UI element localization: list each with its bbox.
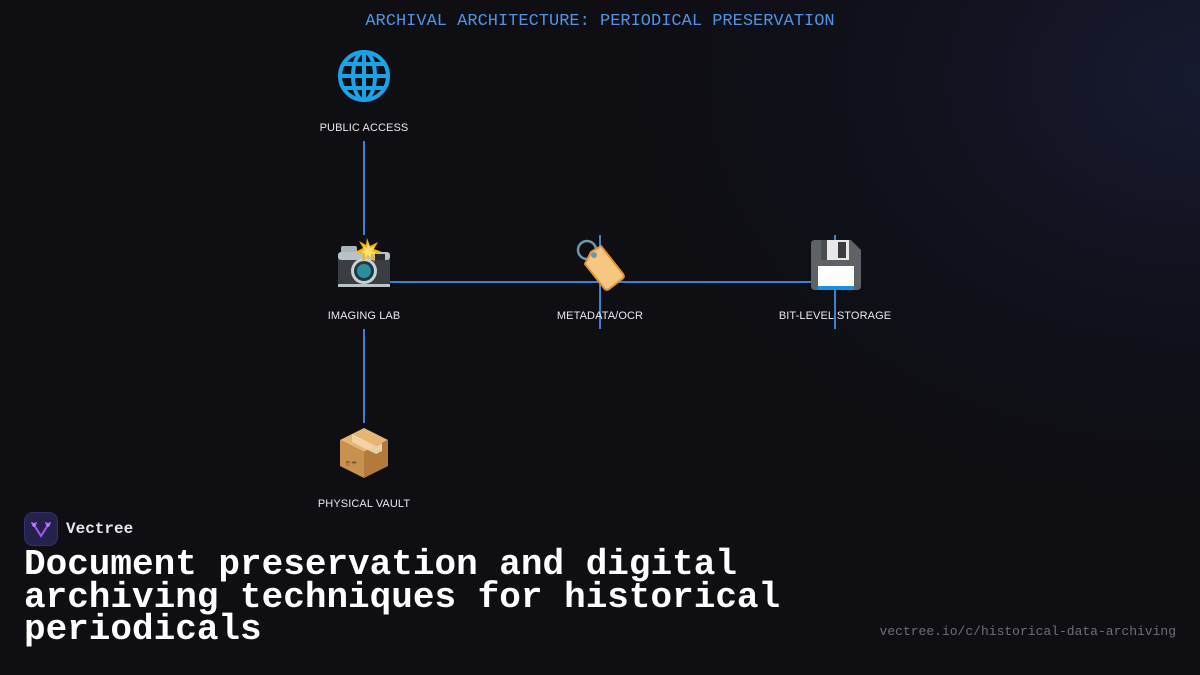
node-label: BIT-LEVEL STORAGE <box>778 310 892 322</box>
vectree-logo-icon <box>24 512 58 546</box>
node-metadata-ocr: METADATA/OCR <box>520 236 680 324</box>
node-label: METADATA/OCR <box>556 310 644 322</box>
edge-imaging-lab-to-physical-vault <box>363 329 365 423</box>
package-box-icon: ⇈☂ <box>284 424 444 484</box>
node-label: PUBLIC ACCESS <box>319 122 409 134</box>
source-url-link[interactable]: vectree.io/c/historical-data-archiving <box>879 624 1176 639</box>
diagram-title: ARCHIVAL ARCHITECTURE: PERIODICAL PRESER… <box>365 12 835 31</box>
globe-icon <box>284 48 444 108</box>
brand-name: Vectree <box>66 520 134 538</box>
camera-flash-icon <box>284 236 444 296</box>
brand: Vectree <box>24 512 133 546</box>
node-public-access: PUBLIC ACCESS <box>284 48 444 136</box>
node-label: PHYSICAL VAULT <box>317 498 411 510</box>
label-tag-icon <box>520 236 680 296</box>
node-label: IMAGING LAB <box>327 310 401 322</box>
node-imaging-lab: IMAGING LAB <box>284 236 444 324</box>
headline: Document preservation and digital archiv… <box>24 544 781 650</box>
node-physical-vault: ⇈☂ PHYSICAL VAULT <box>284 424 444 512</box>
edge-public-access-to-imaging-lab <box>363 141 365 235</box>
floppy-disk-icon <box>755 236 915 296</box>
node-bit-level-storage: BIT-LEVEL STORAGE <box>755 236 915 324</box>
svg-text:⇈☂: ⇈☂ <box>345 460 357 468</box>
